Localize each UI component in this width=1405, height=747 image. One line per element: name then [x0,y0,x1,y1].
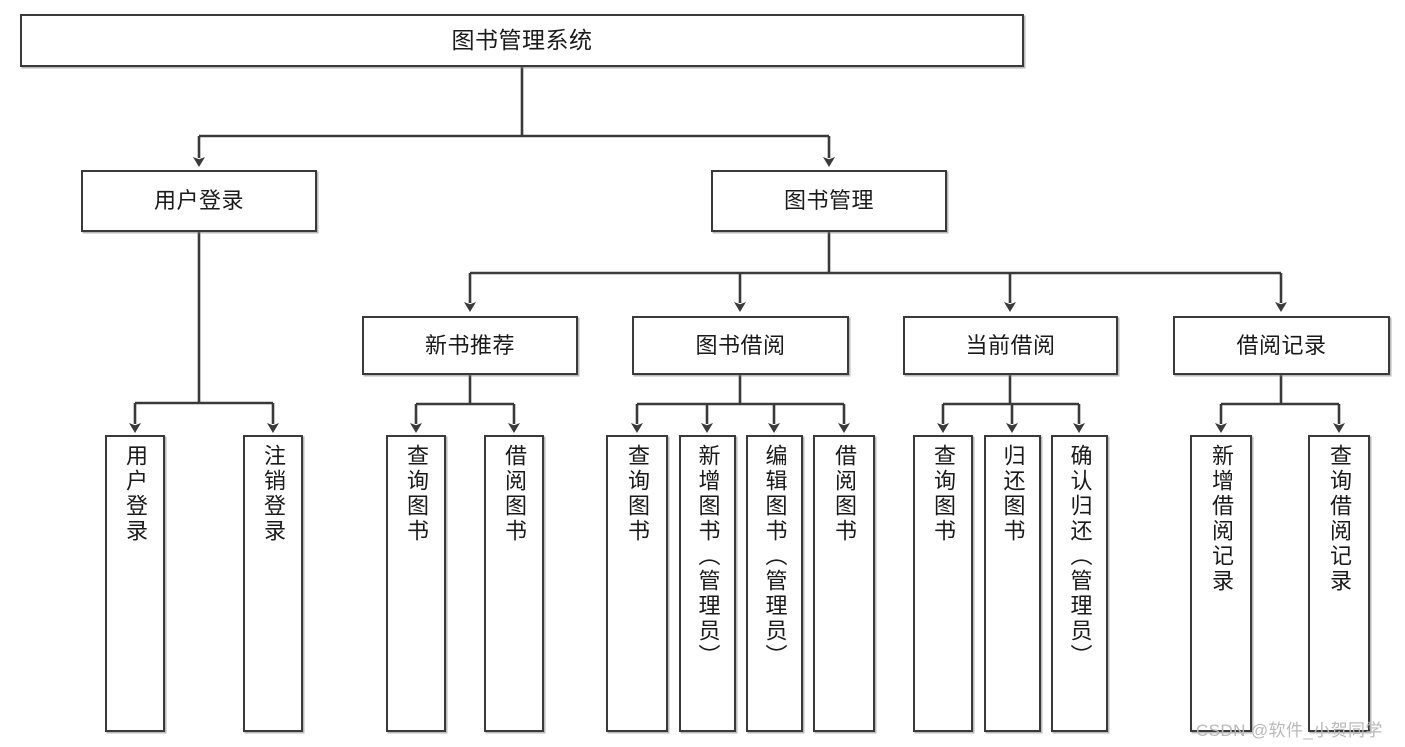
leaf-edit-book-admin[interactable]: 编辑图书（管理员） [746,435,803,732]
node-current-borrow-label: 当前借阅 [965,332,1056,358]
leaf-query-books-new[interactable]: 查询图书 [386,435,446,732]
node-root[interactable]: 图书管理系统 [20,14,1024,67]
node-book-management-label: 图书管理 [783,188,874,214]
leaf-borrow-books[interactable]: 借阅图书 [813,435,875,732]
leaf-add-book-admin[interactable]: 新增图书（管理员） [679,435,736,732]
leaf-logout[interactable]: 注销登录 [243,435,303,732]
node-book-borrow[interactable]: 图书借阅 [632,316,849,375]
node-new-book-recommend-label: 新书推荐 [424,332,515,358]
node-current-borrow[interactable]: 当前借阅 [903,316,1118,375]
leaf-return-books-label: 归还图书 [1000,444,1026,544]
node-borrow-records-label: 借阅记录 [1236,332,1327,358]
node-new-book-recommend[interactable]: 新书推荐 [362,316,578,375]
node-user-login[interactable]: 用户登录 [81,170,317,232]
leaf-edit-book-admin-label: 编辑图书（管理员） [762,444,788,669]
leaf-confirm-return-admin-label: 确认归还（管理员） [1067,444,1093,669]
leaf-logout-label: 注销登录 [261,444,286,544]
leaf-query-books-borrow[interactable]: 查询图书 [606,435,668,732]
node-book-management[interactable]: 图书管理 [711,170,947,232]
leaf-return-books[interactable]: 归还图书 [984,435,1041,732]
leaf-query-borrow-record-label: 查询借阅记录 [1327,444,1352,594]
leaf-add-book-admin-label: 新增图书（管理员） [695,444,721,669]
leaf-add-borrow-record[interactable]: 新增借阅记录 [1190,435,1252,732]
node-user-login-label: 用户登录 [153,188,244,214]
leaf-query-books-current[interactable]: 查询图书 [913,435,973,732]
leaf-borrow-books-new-label: 借阅图书 [502,444,527,544]
leaf-user-login-label: 用户登录 [123,444,148,544]
leaf-query-books-new-label: 查询图书 [404,444,429,544]
csdn-watermark: CSDN @软件_小贺同学 [1196,721,1383,740]
node-borrow-records[interactable]: 借阅记录 [1173,316,1390,375]
leaf-borrow-books-new[interactable]: 借阅图书 [484,435,544,732]
leaf-borrow-books-label: 借阅图书 [832,444,857,544]
leaf-user-login[interactable]: 用户登录 [105,435,165,732]
leaf-add-borrow-record-label: 新增借阅记录 [1209,444,1234,594]
leaf-confirm-return-admin[interactable]: 确认归还（管理员） [1051,435,1108,732]
leaf-query-borrow-record[interactable]: 查询借阅记录 [1308,435,1370,732]
node-root-label: 图书管理系统 [451,27,593,54]
leaf-query-books-current-label: 查询图书 [931,444,956,544]
leaf-query-books-borrow-label: 查询图书 [625,444,650,544]
node-book-borrow-label: 图书借阅 [695,332,786,358]
